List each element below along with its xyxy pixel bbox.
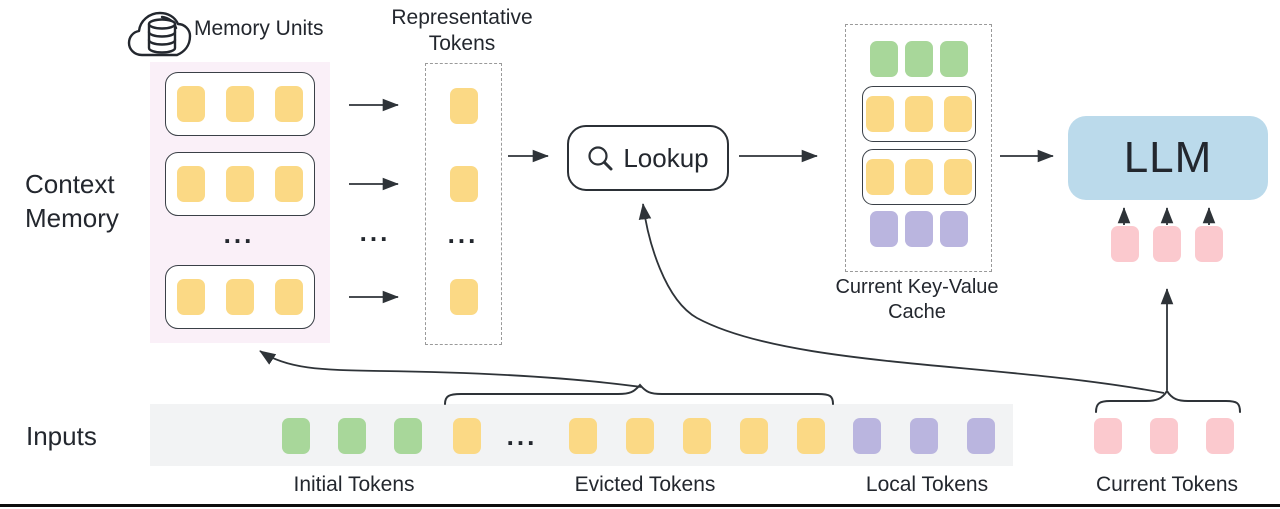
memory-ellipsis: ... bbox=[223, 219, 255, 249]
token bbox=[1153, 226, 1181, 262]
token bbox=[226, 279, 254, 315]
evicted-token-group bbox=[453, 418, 481, 454]
evicted-tokens-brace bbox=[444, 383, 834, 405]
representative-token-group bbox=[426, 279, 501, 315]
token bbox=[1206, 418, 1234, 454]
figure-bottom-rule bbox=[0, 504, 1280, 507]
token bbox=[569, 418, 597, 454]
token bbox=[275, 166, 303, 202]
local-tokens-label: Local Tokens bbox=[865, 473, 989, 496]
context-memory-box: ... bbox=[150, 62, 330, 343]
current-tokens-brace bbox=[1095, 389, 1241, 413]
memory-unit-row bbox=[165, 265, 315, 329]
token bbox=[226, 166, 254, 202]
initial-tokens-label: Initial Tokens bbox=[293, 473, 415, 496]
token bbox=[282, 418, 310, 454]
representative-ellipsis: ... bbox=[447, 219, 479, 249]
token bbox=[740, 418, 768, 454]
token bbox=[1111, 226, 1139, 262]
token bbox=[453, 418, 481, 454]
token bbox=[683, 418, 711, 454]
representative-token-group bbox=[426, 88, 501, 202]
token bbox=[904, 211, 933, 247]
token bbox=[449, 279, 478, 315]
token bbox=[905, 159, 933, 195]
memory-units-label: Memory Units bbox=[194, 17, 324, 40]
memory-units-icon bbox=[127, 11, 192, 57]
cache-local-row bbox=[846, 211, 991, 247]
token bbox=[869, 211, 898, 247]
token bbox=[275, 86, 303, 122]
representative-tokens-box: ... bbox=[425, 63, 502, 345]
local-token-group bbox=[853, 418, 995, 454]
llm-box: LLM bbox=[1068, 116, 1268, 200]
lookup-button: Lookup bbox=[567, 125, 729, 191]
token bbox=[910, 418, 938, 454]
token bbox=[338, 418, 366, 454]
token bbox=[905, 96, 933, 132]
initial-token-group bbox=[282, 418, 422, 454]
current-kv-cache-label: Current Key-Value Cache bbox=[835, 276, 999, 323]
evicted-to-memory-arrow bbox=[259, 350, 642, 388]
evicted-ellipsis: ... bbox=[506, 421, 538, 451]
token bbox=[1150, 418, 1178, 454]
memory-unit-row bbox=[165, 72, 315, 136]
token bbox=[866, 159, 894, 195]
token bbox=[626, 418, 654, 454]
evicted-token-group bbox=[569, 418, 825, 454]
current-tokens-label: Current Tokens bbox=[1095, 473, 1239, 496]
cache-initial-row bbox=[846, 41, 991, 77]
token bbox=[275, 279, 303, 315]
token bbox=[1195, 226, 1223, 262]
token bbox=[866, 96, 894, 132]
evicted-tokens-label: Evicted Tokens bbox=[574, 473, 716, 496]
token bbox=[869, 41, 898, 77]
cache-unit-row bbox=[862, 149, 976, 205]
token bbox=[449, 88, 478, 124]
token bbox=[967, 418, 995, 454]
token bbox=[797, 418, 825, 454]
current-token-group bbox=[1094, 418, 1234, 454]
token bbox=[226, 86, 254, 122]
token bbox=[449, 166, 478, 202]
token bbox=[939, 41, 968, 77]
token bbox=[853, 418, 881, 454]
token bbox=[939, 211, 968, 247]
token bbox=[1094, 418, 1122, 454]
context-memory-label: Context Memory bbox=[25, 169, 119, 233]
token bbox=[904, 41, 933, 77]
representative-tokens-label: Representative Tokens bbox=[391, 6, 533, 55]
search-icon bbox=[588, 145, 613, 170]
current-kv-cache-box bbox=[845, 24, 992, 272]
cache-unit-row bbox=[862, 86, 976, 142]
token bbox=[944, 96, 972, 132]
inputs-label: Inputs bbox=[26, 421, 97, 451]
memory-unit-row bbox=[165, 152, 315, 216]
mid-ellipsis: ... bbox=[359, 217, 391, 247]
lookup-label: Lookup bbox=[623, 142, 709, 173]
token bbox=[177, 279, 205, 315]
llm-label: LLM bbox=[1123, 133, 1213, 182]
token bbox=[177, 86, 205, 122]
llm-input-tokens bbox=[1110, 226, 1224, 262]
token bbox=[944, 159, 972, 195]
token bbox=[394, 418, 422, 454]
token bbox=[177, 166, 205, 202]
